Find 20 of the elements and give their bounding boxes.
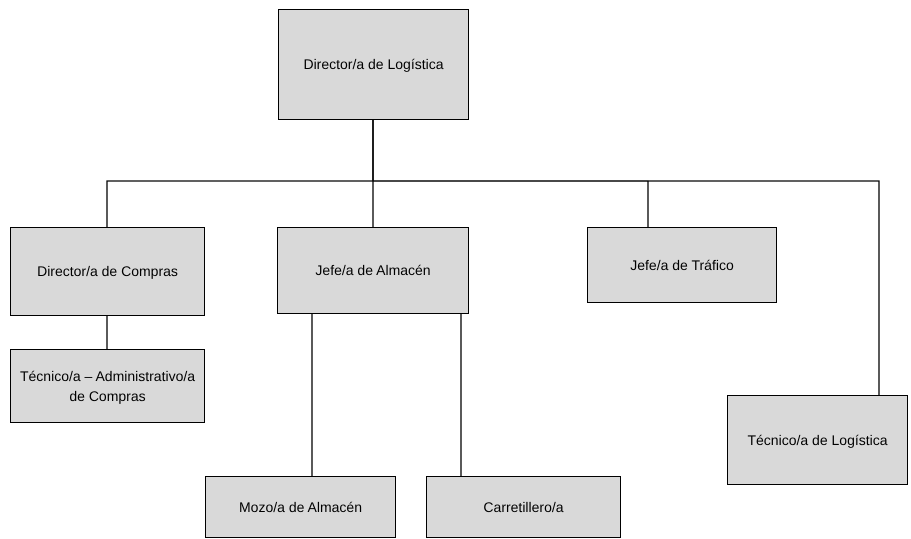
role-title: Técnico/a – Administrativo/a de Compras (19, 366, 196, 406)
org-box (10, 227, 205, 316)
org-box (587, 227, 777, 303)
role-title: Director/a de Logística (303, 55, 444, 74)
org-box (426, 476, 621, 538)
role-title: Director/a de Compras (37, 262, 178, 282)
org-box (727, 395, 908, 485)
role-title: Mozo/a de Almacén (239, 498, 362, 517)
connector-line (311, 314, 313, 476)
org-box (10, 349, 205, 423)
connector-line (106, 316, 108, 349)
role-title: Carretillero/a (483, 498, 564, 517)
org-box (278, 9, 469, 120)
role-title: Técnico/a de Logística (747, 430, 888, 450)
org-box (205, 476, 396, 538)
role-title: Jefe/a de Almacén (315, 261, 431, 280)
org-box (277, 227, 469, 314)
connector-line (372, 120, 880, 395)
connector-line (460, 314, 462, 476)
role-title: Jefe/a de Tráfico (630, 256, 734, 275)
